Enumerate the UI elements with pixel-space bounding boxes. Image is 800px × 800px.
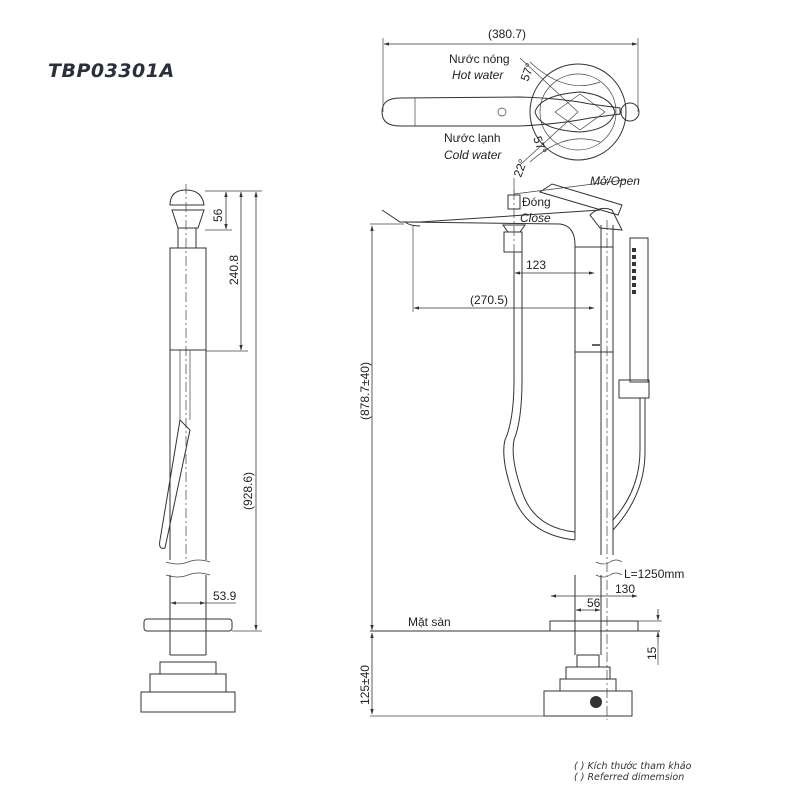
side-floor-plate [143,618,233,632]
close-label-vi: Đóng [522,195,551,209]
front-dim-56: 56 [587,596,601,610]
base-circle [529,63,627,161]
side-dim-928-6: (928.6) [241,472,255,510]
top-view: (380.7) Nước nóng Hot water 57° Nước lạn… [381,27,640,195]
front-dim-15: 15 [645,646,659,660]
front-view: Mở/Open Đóng Close 123 (270.5) (878.7±40… [358,174,684,720]
spout-body [404,221,576,540]
shower-nozzles [632,248,636,294]
cold-water-label-vi: Nước lạnh [444,131,501,145]
open-label: Mở/Open [590,174,640,188]
front-dim-270-5: (270.5) [470,293,508,307]
front-floor-plate [549,620,639,632]
hot-angle-label: 57° [518,61,537,83]
tilt-angle-label: 22° [511,157,530,179]
model-title: TBP03301A [48,60,175,82]
close-label-en: Close [520,211,551,225]
dim-380-7: (380.7) [488,27,526,41]
front-dim-130: 130 [615,582,635,596]
shower-holder [618,379,650,399]
hot-water-label-vi: Nước nóng [449,52,510,66]
handle-outline [381,96,621,127]
front-dim-123: 123 [526,258,546,272]
side-dim-240-8: 240.8 [227,255,241,285]
hot-water-label-en: Hot water [452,68,504,82]
base-drain-icon [590,696,602,708]
floor-label: Mặt sàn [408,615,451,629]
side-view: 56 240.8 (928.6) 53.9 [140,184,262,713]
side-dim-53-9: 53.9 [213,589,237,603]
side-dim-56: 56 [211,208,225,222]
spout-top [381,209,601,223]
side-handle-cap [169,189,205,206]
handle-pin-icon [497,107,507,117]
note-reference-vi: ( ) Kích thước tham khảo [574,761,692,772]
hose-length-label: L=1250mm [624,567,684,581]
front-dim-878-7: (878.7±40) [358,362,372,420]
front-dim-125: 125±40 [358,665,372,705]
hand-shower [629,237,649,383]
cold-water-label-en: Cold water [444,148,502,162]
open-lever [538,183,623,216]
note-reference-en: ( ) Referred dimemsion [574,772,685,783]
cold-angle-label: 57° [530,134,549,156]
